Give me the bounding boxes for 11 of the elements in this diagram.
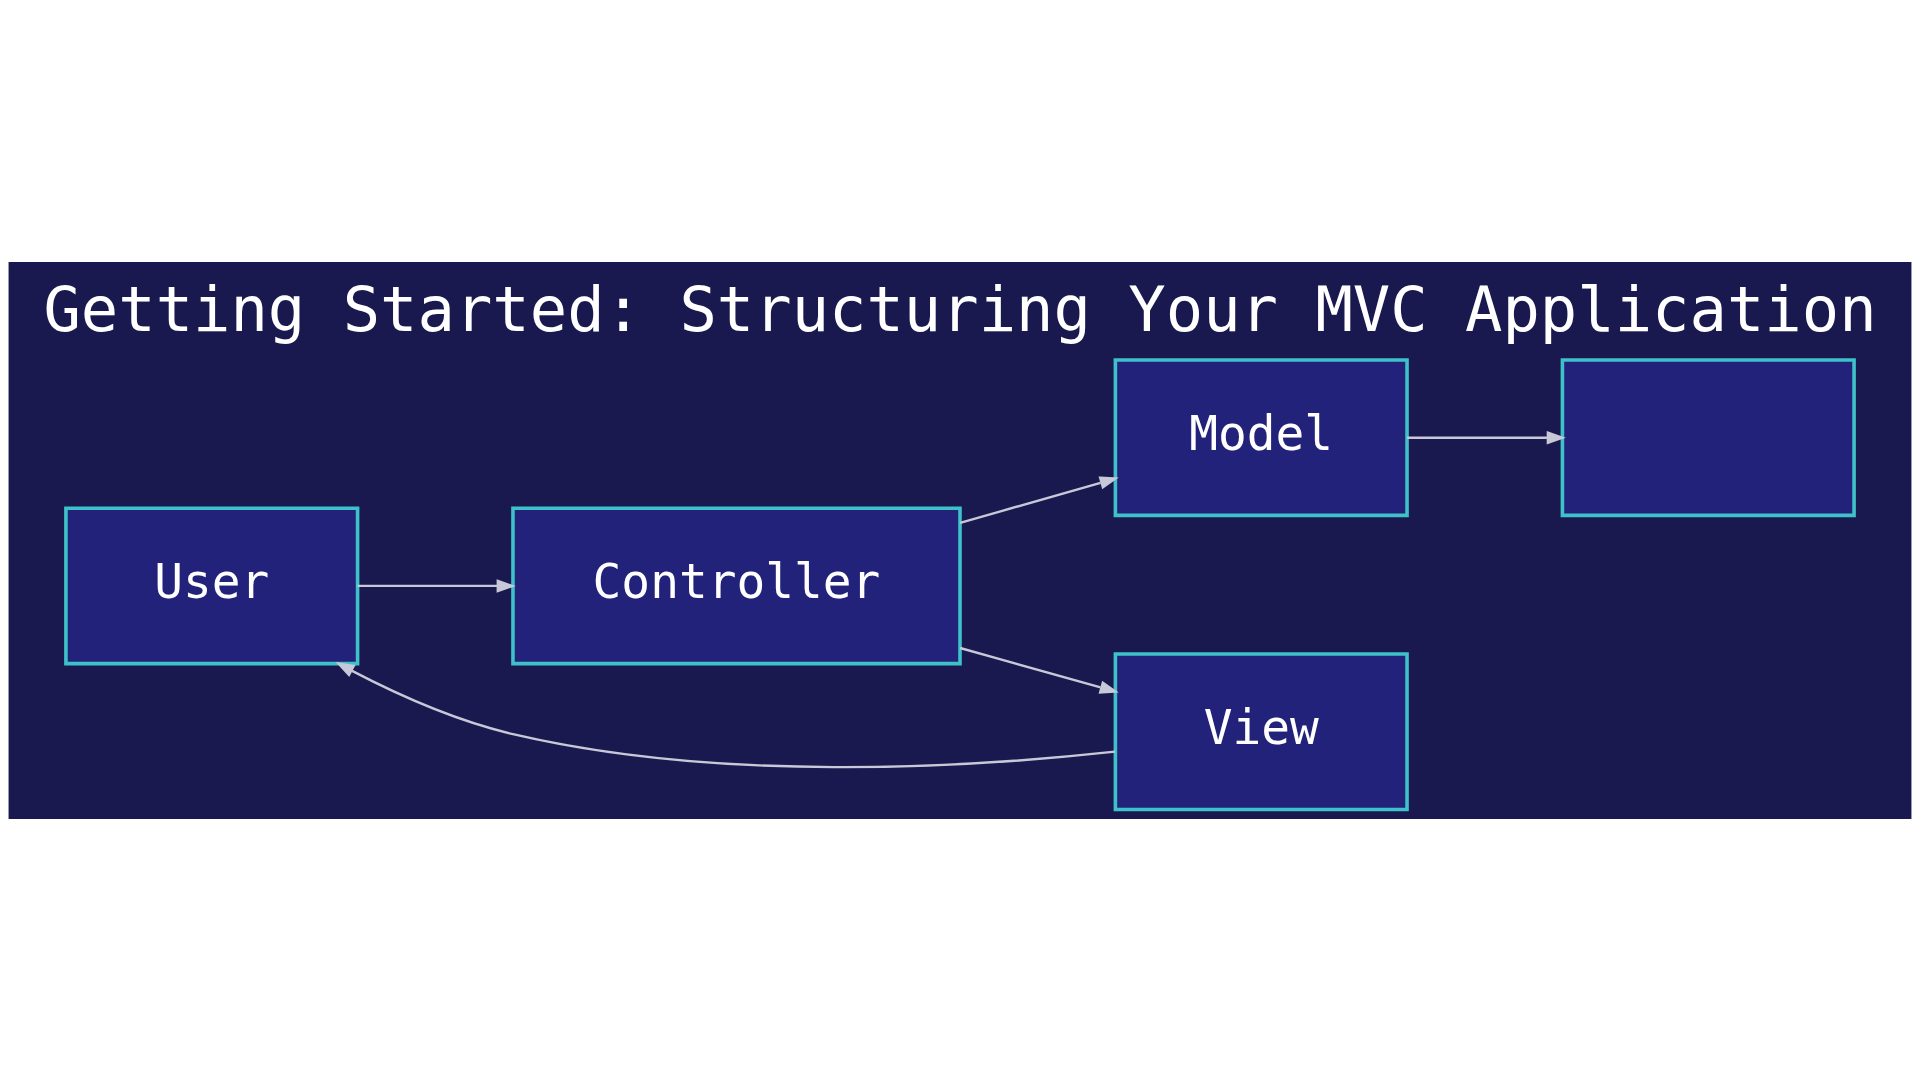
arrow (357, 578, 516, 593)
node-box: Model (1113, 357, 1409, 517)
node-box (1560, 357, 1856, 517)
arrow (959, 475, 1119, 524)
arrow (959, 646, 1119, 694)
arrow (335, 661, 1116, 768)
arrow (1407, 430, 1566, 444)
diagram-title: Getting Started: Structuring Your MVC Application (43, 272, 1877, 346)
node-box: User (64, 505, 360, 665)
node-box: View (1113, 651, 1409, 811)
node-box: Controller (511, 505, 962, 665)
